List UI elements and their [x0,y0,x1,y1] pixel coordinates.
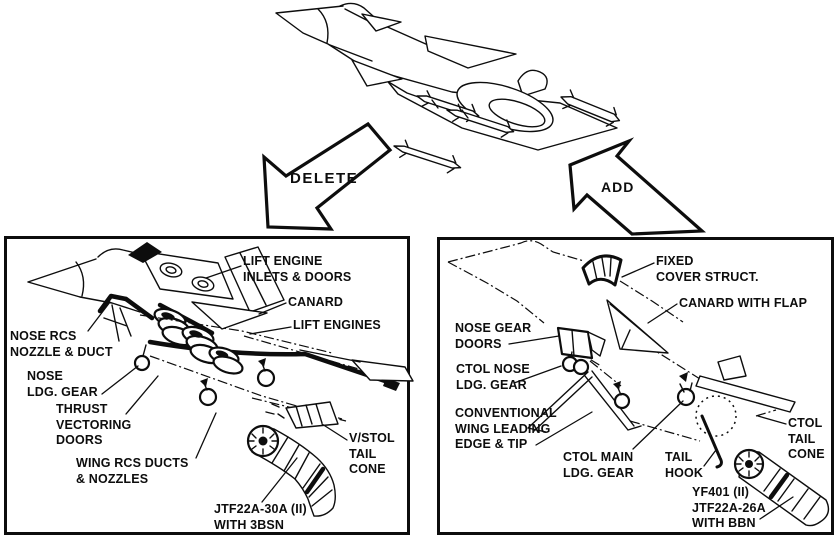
label-fixed-cover-struct: FIXED COVER STRUCT. [656,254,759,284]
missile-icon [393,139,462,174]
tail-hook-drawing [700,414,723,469]
yf401-engine-drawing [733,448,830,527]
top-aircraft-drawing [275,2,621,174]
lift-engines-drawing [153,307,244,375]
jtf22a-30a-engine-drawing [246,424,336,517]
vstol-tail-cone-drawing [265,401,339,429]
label-thrust-vectoring-doors: THRUST VECTORING DOORS [56,402,132,447]
nose-gear-drawing [133,344,151,372]
add-arrow [568,137,707,236]
delete-arrow [262,121,393,231]
label-vstol-tail-cone: V/STOL TAIL CONE [349,431,395,476]
label-nose-ldg-gear: NOSE LDG. GEAR [27,369,98,399]
label-conventional-wing-leading-edge: CONVENTIONAL WING LEADING EDGE & TIP [455,406,557,451]
canard-flap-drawing [606,299,669,354]
label-nose-rcs-nozzle-duct: NOSE RCS NOZZLE & DUCT [10,329,113,359]
label-canard: CANARD [288,295,344,309]
label-lift-engines: LIFT ENGINES [293,318,381,332]
add-arrow-label: ADD [601,179,635,195]
label-wing-rcs-ducts-nozzles: WING RCS DUCTS & NOZZLES [76,456,189,486]
label-canard-with-flap: CANARD WITH FLAP [679,296,808,310]
wing-leading-edge-drawing [527,370,642,433]
left-panel-box [4,236,410,535]
vstol-aircraft-drawing [27,242,414,517]
nose-gear-doors-drawing [556,326,606,376]
label-ctol-nose-ldg-gear: CTOL NOSE LDG. GEAR [456,362,530,392]
delete-arrow-label: DELETE [290,170,359,187]
label-tail-hook: TAIL HOOK [665,450,704,480]
main-gear-drawing [198,358,276,407]
right-panel-box [437,237,834,535]
label-yf401-engine: YF401 (II) JTF22A-26A WITH BBN [692,485,766,530]
ctol-main-gear-drawing [613,372,696,410]
label-nose-gear-doors: NOSE GEAR DOORS [455,321,532,351]
label-ctol-tail-cone: CTOL TAIL CONE [788,416,825,461]
label-ctol-main-ldg-gear: CTOL MAIN LDG. GEAR [563,450,634,480]
label-jtf22a-30a-engine: JTF22A-30A (II) WITH 3BSN [214,502,307,532]
left-panel-leader-lines [87,265,348,503]
right-panel-leader-lines [508,262,794,520]
missile-icon [446,103,515,138]
fixed-cover-drawing [581,254,623,287]
ctol-aircraft-drawing [447,240,830,527]
label-lift-engine-inlets-doors: LIFT ENGINE INLETS & DOORS [243,254,352,284]
aft-tail-drawing [695,355,796,437]
missile-icon [560,89,621,127]
